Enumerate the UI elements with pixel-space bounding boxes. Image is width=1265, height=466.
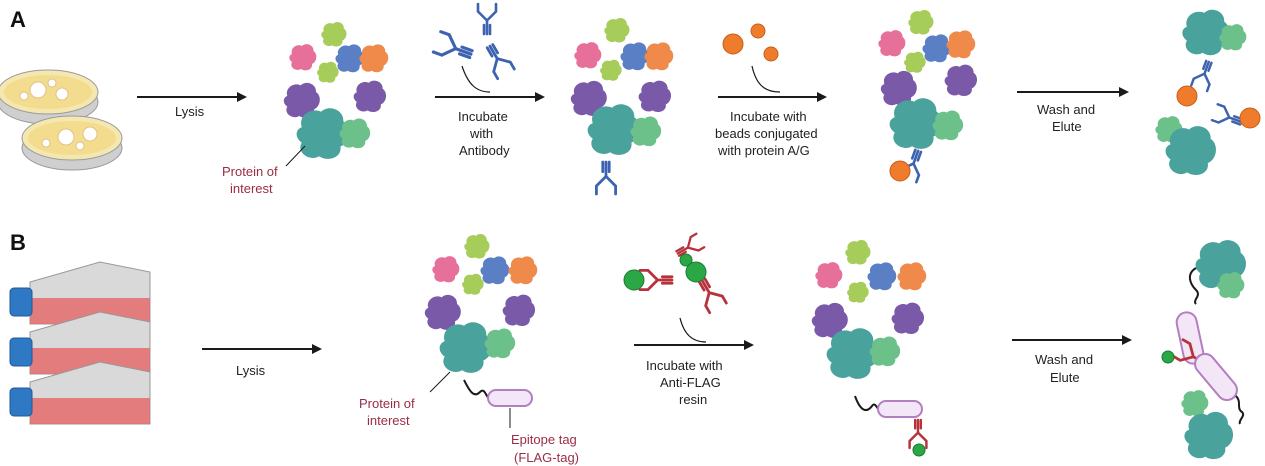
- resin-bead-b3: [912, 443, 926, 457]
- reagent-curve-a3: [751, 65, 781, 93]
- resin-bound-cluster-b: [811, 240, 927, 379]
- label-b-step3-1: Wash and: [1035, 352, 1093, 367]
- eluted-complexes-b: [1161, 240, 1246, 460]
- label-a-step2-3: Antibody: [459, 143, 510, 158]
- eluted-complexes-a: [1155, 9, 1261, 175]
- label-a-poi-2: interest: [230, 181, 273, 196]
- poi-pointer-b: [429, 371, 451, 393]
- lysate-proteins-a: [283, 22, 389, 159]
- bead-on-antibody-a3: [889, 160, 911, 182]
- label-a-step2-1: Incubate: [458, 109, 508, 124]
- label-a-step3-2: beads conjugated: [715, 126, 818, 141]
- label-a-poi-1: Protein of: [222, 164, 278, 179]
- label-b-step2-2: Anti-FLAG: [660, 375, 721, 390]
- label-a-step4-2: Elute: [1052, 119, 1082, 134]
- label-a-step3-1: Incubate with: [730, 109, 807, 124]
- lysate-proteins-b: [424, 234, 538, 373]
- panel-b-letter: B: [10, 230, 26, 255]
- label-b-poi-2: interest: [367, 413, 410, 428]
- antibody-on-poi-a: [594, 160, 618, 196]
- bead-bound-cluster-a: [878, 10, 978, 149]
- protein-ag-beads: [722, 23, 779, 62]
- petri-dishes-illustration: [0, 69, 123, 171]
- poi-pointer-a: [285, 145, 306, 167]
- reagent-curve-a2: [461, 65, 491, 93]
- culture-flasks-illustration: [9, 261, 151, 425]
- label-b-tag-2: (FLAG-tag): [514, 450, 579, 465]
- label-a-step4-1: Wash and: [1037, 102, 1095, 117]
- label-b-step3-2: Elute: [1050, 370, 1080, 385]
- label-b-step2-3: resin: [679, 392, 707, 407]
- label-b-step2-1: Incubate with: [646, 358, 723, 373]
- label-b-tag-1: Epitope tag: [511, 432, 577, 447]
- label-a-step2-2: with: [469, 126, 493, 141]
- free-antibodies: [431, 2, 516, 81]
- reagent-curve-b2: [679, 317, 707, 343]
- label-a-lysis: Lysis: [175, 104, 205, 119]
- anti-flag-resin: [623, 232, 728, 315]
- flag-tag-b: [487, 389, 533, 407]
- label-b-poi-1: Protein of: [359, 396, 415, 411]
- label-a-step3-3: with protein A/G: [717, 143, 810, 158]
- antibody-bound-cluster-a: [570, 18, 674, 155]
- panel-a-letter: A: [10, 7, 26, 32]
- label-b-lysis: Lysis: [236, 363, 266, 378]
- flag-tag-b3: [877, 400, 923, 418]
